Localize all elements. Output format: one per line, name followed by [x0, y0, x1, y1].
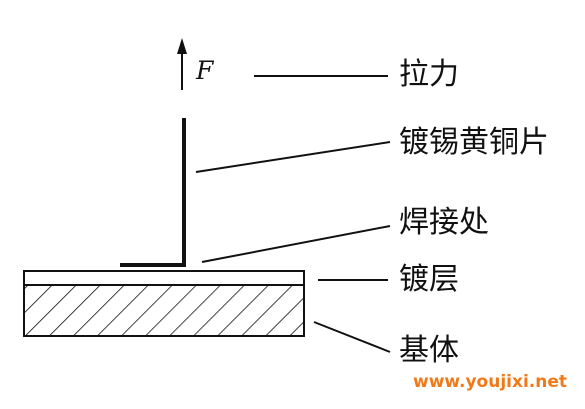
- substrate: [23, 284, 305, 337]
- force-arrow: [177, 38, 187, 90]
- leader-line-brass-strip: [195, 141, 391, 173]
- label-plating-layer: 镀层: [399, 262, 459, 297]
- watermark: www.youjixi.net: [412, 372, 567, 392]
- plating-layer: [23, 270, 305, 286]
- label-substrate: 基体: [399, 333, 459, 368]
- leader-line-substrate: [313, 321, 391, 353]
- brass-strip: [120, 118, 186, 267]
- leader-line-solder-joint: [201, 225, 391, 263]
- label-solder-joint: 焊接处: [399, 205, 489, 240]
- label-pull-force: 拉力: [399, 57, 459, 92]
- arrow-head-icon: [177, 38, 187, 54]
- label-tin-plated-brass: 镀锡黄铜片: [399, 125, 549, 160]
- force-symbol: F: [196, 56, 214, 85]
